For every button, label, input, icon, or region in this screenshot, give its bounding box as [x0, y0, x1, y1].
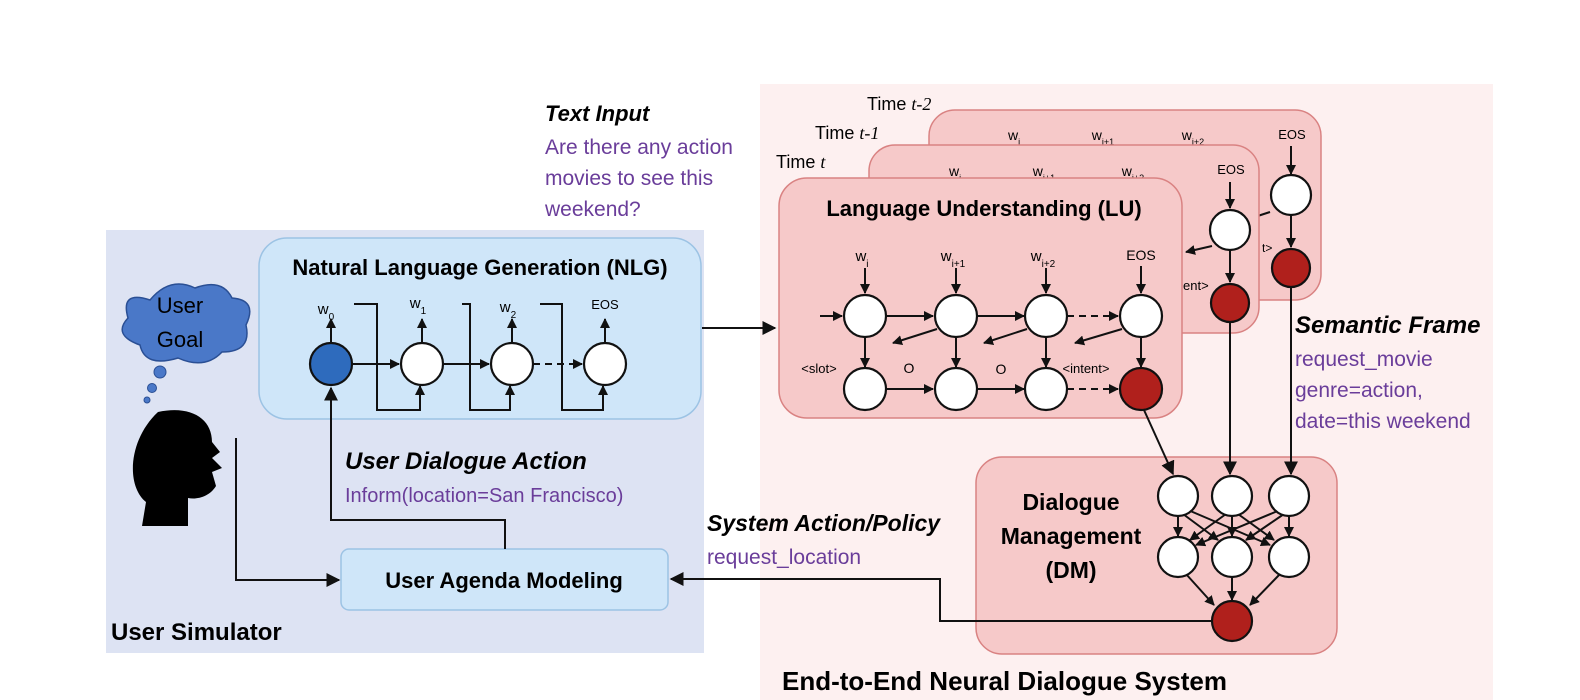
time-label-t-1: Time t-1: [815, 123, 879, 143]
lu-node-intent: [1118, 366, 1164, 412]
dm-line1: Dialogue: [1022, 489, 1119, 515]
dm-network-edges: [1173, 509, 1294, 606]
lu-node-top-0: [842, 293, 888, 339]
lu-slot-tag-0: <slot>: [801, 361, 836, 376]
svg-text:wi: wi: [1007, 127, 1020, 147]
svg-text:w2: w2: [499, 299, 517, 321]
user-goal-line1: User: [157, 293, 203, 318]
text-input-line3: weekend?: [544, 198, 641, 221]
svg-text:wi+2: wi+2: [1030, 248, 1056, 270]
end-to-end-label: End-to-End Neural Dialogue System: [782, 666, 1227, 696]
user-goal-line2: Goal: [157, 327, 203, 352]
svg-text:wi+2: wi+2: [1181, 127, 1204, 147]
dm-node-l2-2: [1267, 535, 1311, 579]
text-input-line2: movies to see this: [545, 167, 713, 190]
dm-node-l1-2: [1267, 474, 1311, 518]
svg-text:t>: t>: [1262, 241, 1272, 255]
dm-node-l1-0: [1156, 474, 1200, 518]
user-head-icon: [132, 410, 222, 526]
dm-node-output: [1210, 599, 1254, 643]
svg-text:Time t-2: Time t-2: [867, 94, 931, 114]
nlg-node-3: [582, 341, 628, 387]
dm-node-l1-1: [1210, 474, 1254, 518]
dm-line3: (DM): [1045, 557, 1096, 583]
nlg-node-1: [399, 341, 445, 387]
svg-text:EOS: EOS: [1278, 127, 1306, 142]
nlg-node-blue: [308, 341, 354, 387]
lu-node-bottom-1: [933, 366, 979, 412]
svg-text:ent>: ent>: [1183, 278, 1209, 293]
user-dialogue-action-value: Inform(location=San Francisco): [345, 485, 623, 507]
text-input-line1: Are there any action: [545, 136, 733, 159]
lu-word-token-0: wi: [854, 248, 868, 270]
svg-text:wi+1: wi+1: [940, 248, 966, 270]
user-simulator-label: User Simulator: [111, 619, 282, 646]
lu-title: Language Understanding (LU): [826, 196, 1141, 221]
svg-text:wi+1: wi+1: [1091, 127, 1114, 147]
lu-word-token-2: wi+2: [1030, 248, 1056, 270]
lu-node-top-1: [933, 293, 979, 339]
lu-node-top-2: [1023, 293, 1069, 339]
lu-box: [778, 177, 1183, 419]
lu-slot-tag-1: O: [904, 360, 915, 376]
lu-node-bottom-2: [1023, 366, 1069, 412]
system-action-value: request_location: [707, 546, 861, 569]
semantic-frame-title: Semantic Frame: [1295, 312, 1480, 339]
nlg-token-2: w2: [499, 299, 517, 321]
lu-word-token-1: wi+1: [940, 248, 966, 270]
dm-line2: Management: [1001, 523, 1142, 549]
nlg-token-1: w1: [409, 295, 427, 317]
lu-node-top-3: [1118, 293, 1164, 339]
dm-node-l2-1: [1210, 535, 1254, 579]
svg-text:EOS: EOS: [1217, 162, 1245, 177]
time-label-t-2: Time t-2: [867, 94, 931, 114]
lu-slot-tag-3: <intent>: [1063, 361, 1110, 376]
nlg-token-eos: EOS: [591, 297, 619, 312]
svg-text:w0: w0: [317, 301, 335, 323]
user-agenda-label: User Agenda Modeling: [385, 568, 623, 593]
dm-node-l2-0: [1156, 535, 1200, 579]
svg-text:wi: wi: [854, 248, 868, 270]
nlg-title: Natural Language Generation (NLG): [292, 255, 667, 280]
svg-text:Time t: Time t: [776, 152, 826, 172]
lu-word-token-eos: EOS: [1126, 247, 1156, 263]
system-action-title: System Action/Policy: [707, 510, 941, 536]
semantic-frame-line1: request_movie: [1295, 348, 1433, 371]
semantic-frame-line2: genre=action,: [1295, 379, 1423, 402]
lu-slot-tag-2: O: [996, 361, 1007, 377]
nlg-node-2: [489, 341, 535, 387]
svg-text:w1: w1: [409, 295, 427, 317]
lu-node-bottom-0: [842, 366, 888, 412]
user-dialogue-action-title: User Dialogue Action: [345, 448, 587, 475]
svg-text:Time t-1: Time t-1: [815, 123, 879, 143]
text-input-title: Text Input: [545, 101, 651, 126]
semantic-frame-line3: date=this weekend: [1295, 410, 1471, 433]
time-label-t: Time t: [776, 152, 826, 172]
nlg-token-0: w0: [317, 301, 335, 323]
thought-cloud-icon: [121, 283, 251, 404]
